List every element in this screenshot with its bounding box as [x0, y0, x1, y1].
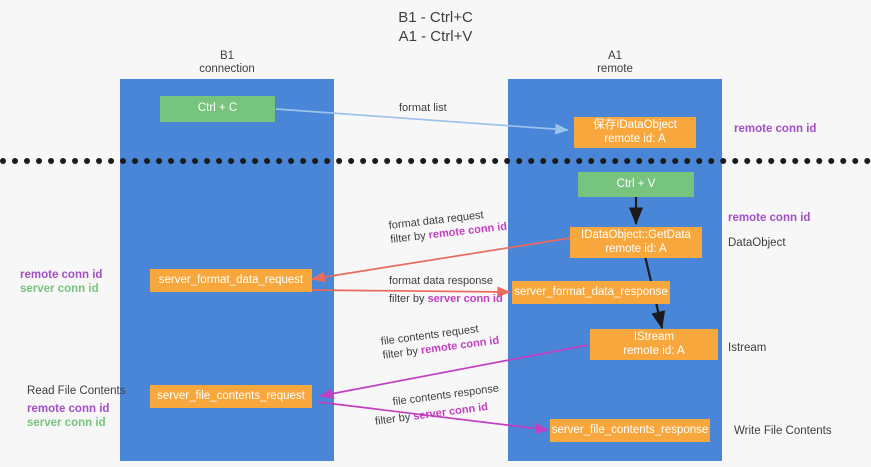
lane-b1-name: B1 — [219, 50, 235, 62]
label-istream: Istream — [728, 342, 767, 354]
node-istream[interactable]: IStream remote id: A — [590, 329, 718, 360]
node-ctrl-c-label: Ctrl + C — [197, 102, 238, 115]
arrow-label-file-contents-response: file contents response filter by server … — [372, 382, 499, 429]
node-getdata-line1: IDataObject::GetData — [581, 229, 691, 241]
arrow-label-format-data-response: format data response filter by server co… — [389, 274, 503, 306]
node-server-format-data-response-label: server_format_data_response — [514, 285, 668, 298]
filter-prefix: filter by — [389, 229, 430, 246]
filter-prefix-2: filter by — [389, 293, 428, 305]
lane-a1-role: remote — [597, 63, 633, 75]
section-divider — [0, 158, 871, 164]
node-save-idataobject[interactable]: 保存IDataObject remote id: A — [574, 117, 696, 148]
node-idataobject-getdata[interactable]: IDataObject::GetData remote id: A — [570, 227, 702, 258]
title-line-1: B1 - Ctrl+C — [398, 9, 473, 26]
filter-id-server-conn: server conn id — [427, 293, 503, 305]
node-save-idataobject-line2: remote id: A — [604, 132, 666, 145]
arrow-label-format-data-request: format data request filter by remote con… — [388, 209, 508, 247]
left-label-server-conn-id: server conn id — [20, 283, 99, 295]
arrow-label-format-list: format list — [399, 102, 447, 114]
node-istream-line2: remote id: A — [623, 344, 685, 357]
arrow-format-data-request — [311, 237, 571, 283]
node-ctrl-v-label: Ctrl + V — [616, 177, 656, 190]
node-server-file-contents-request-label: server_file_contents_request — [157, 389, 305, 402]
left-label-remote-conn-id-2: remote conn id — [27, 403, 110, 415]
node-save-idataobject-line1: 保存IDataObject — [593, 119, 677, 131]
arrow-format-list — [275, 108, 569, 135]
lane-header-b1: B1 connection — [120, 50, 334, 76]
left-label-remote-conn-id: remote conn id — [20, 269, 103, 281]
node-ctrl-c[interactable]: Ctrl + C — [160, 96, 275, 122]
filter-prefix-3: filter by — [381, 344, 422, 362]
format-data-response-text: format data response — [389, 275, 493, 287]
lane-a1-name: A1 — [607, 50, 623, 62]
node-server-file-contents-response[interactable]: server_file_contents_response — [550, 419, 710, 442]
format-data-response-filter: filter by server conn id — [389, 292, 503, 306]
left-conn-id-group-1: remote conn id server conn id — [20, 268, 102, 296]
label-remote-conn-id-top: remote conn id — [734, 123, 817, 135]
node-getdata-line2: remote id: A — [605, 242, 667, 255]
node-ctrl-v[interactable]: Ctrl + V — [578, 172, 694, 197]
arrow-file-contents-request — [319, 344, 589, 399]
node-server-format-data-request-label: server_format_data_request — [158, 273, 304, 286]
left-conn-id-group-2: remote conn id server conn id — [27, 402, 109, 430]
arrow-file-contents-response — [317, 401, 549, 434]
title-line-2: A1 - Ctrl+V — [398, 28, 473, 45]
node-istream-line1: IStream — [633, 331, 675, 343]
arrow-label-file-contents-request: file contents request filter by remote c… — [380, 323, 500, 363]
left-label-server-conn-id-2: server conn id — [27, 417, 106, 429]
label-dataobject: DataObject — [728, 237, 786, 249]
label-remote-conn-id-mid: remote conn id — [728, 212, 811, 224]
node-server-format-data-response[interactable]: server_format_data_response — [512, 281, 670, 304]
node-server-file-contents-response-label: server_file_contents_response — [551, 423, 709, 436]
label-write-file-contents: Write File Contents — [734, 425, 832, 437]
filter-prefix-4: filter by — [374, 410, 415, 428]
lane-b1-role: connection — [199, 63, 255, 75]
node-server-format-data-request[interactable]: server_format_data_request — [150, 269, 312, 292]
left-label-read-file-contents: Read File Contents — [27, 385, 126, 397]
diagram-title: B1 - Ctrl+C A1 - Ctrl+V — [0, 8, 871, 46]
node-server-file-contents-request[interactable]: server_file_contents_request — [150, 385, 312, 408]
lane-header-a1: A1 remote — [508, 50, 722, 76]
arrow-format-data-response — [309, 286, 511, 298]
